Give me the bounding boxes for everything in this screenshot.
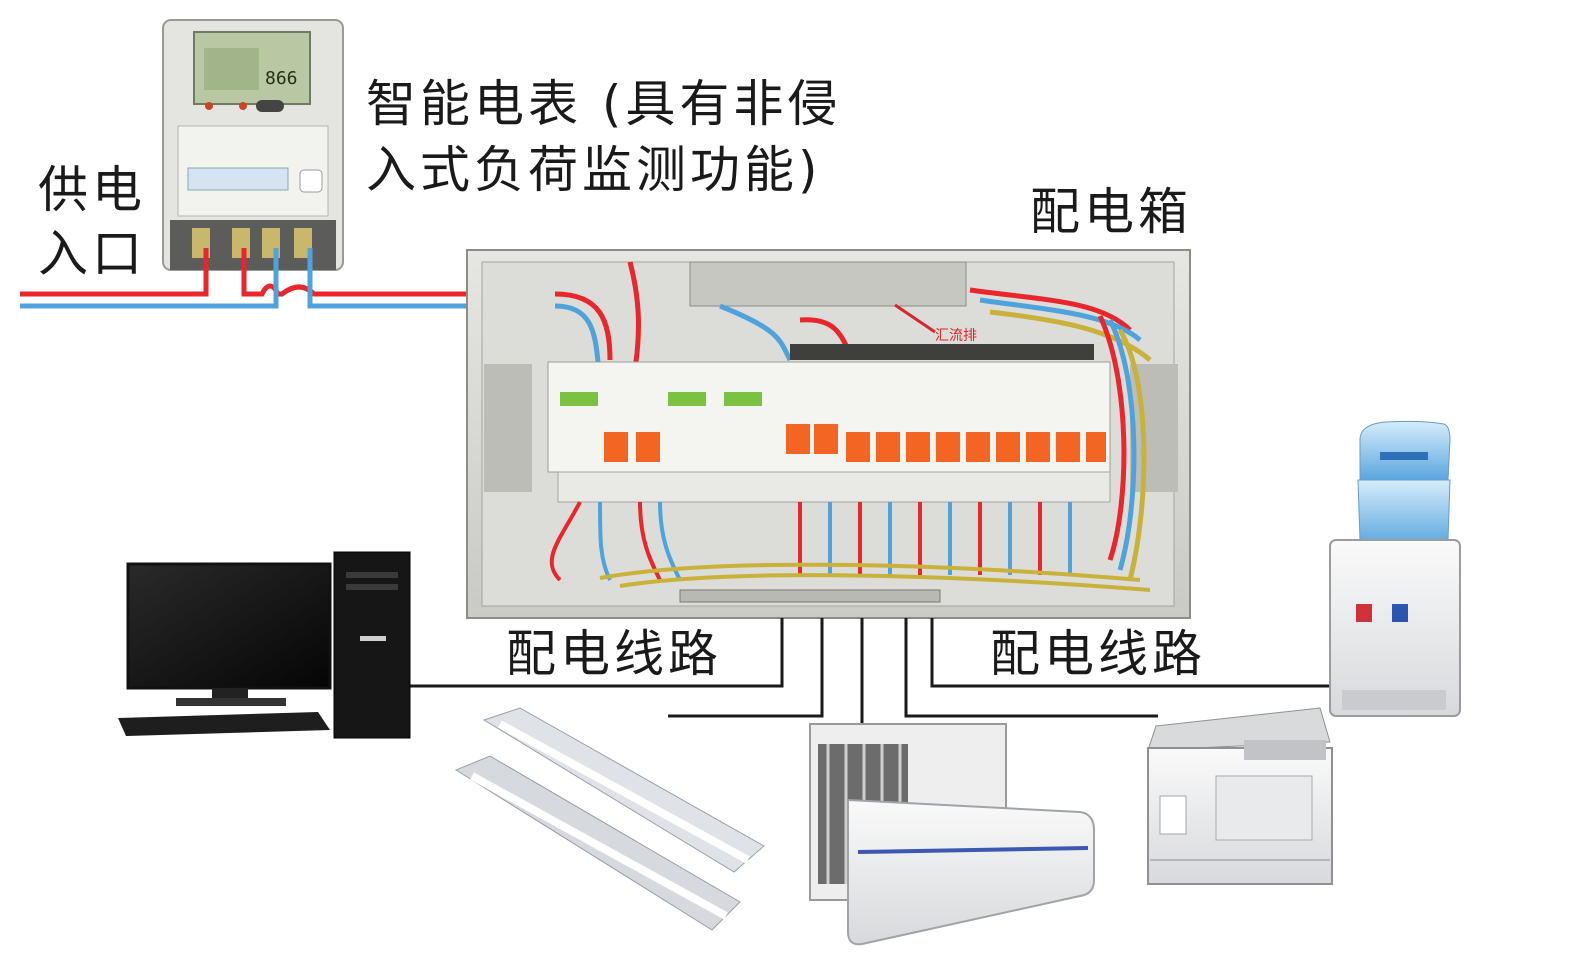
fluorescent-lamp-icon <box>454 707 765 931</box>
meter-label-line2: 入式负荷监测功能) <box>366 141 822 199</box>
photocopier-icon <box>1147 707 1333 885</box>
air-conditioner-icon <box>809 723 1095 946</box>
water-dispenser-icon <box>1329 420 1461 717</box>
desktop-computer-icon <box>118 551 411 739</box>
wiring-label-right: 配电线路 <box>990 625 1206 683</box>
live-wire <box>20 248 209 297</box>
supply-label-line1: 供电 <box>38 161 146 219</box>
wiring-label-left: 配电线路 <box>506 625 722 683</box>
line-to-copier <box>904 618 1158 718</box>
distribution-lines <box>410 618 1336 748</box>
supply-label-line2: 入口 <box>38 225 146 283</box>
meter-reading: 866 <box>265 68 298 89</box>
line-to-lamp <box>668 618 824 718</box>
busbar-tag: 汇流排 <box>935 328 977 344</box>
breaker-row <box>560 392 1106 462</box>
distribution-box-icon: 汇流排 <box>466 249 1191 619</box>
distribution-box-label: 配电箱 <box>1030 183 1192 241</box>
line-to-computer <box>410 618 784 688</box>
smart-meter-icon: 866 <box>162 19 344 271</box>
neutral-wire <box>20 248 279 309</box>
meter-label-line1: 智能电表 (具有非侵 <box>366 75 842 133</box>
line-to-water <box>930 618 1336 688</box>
